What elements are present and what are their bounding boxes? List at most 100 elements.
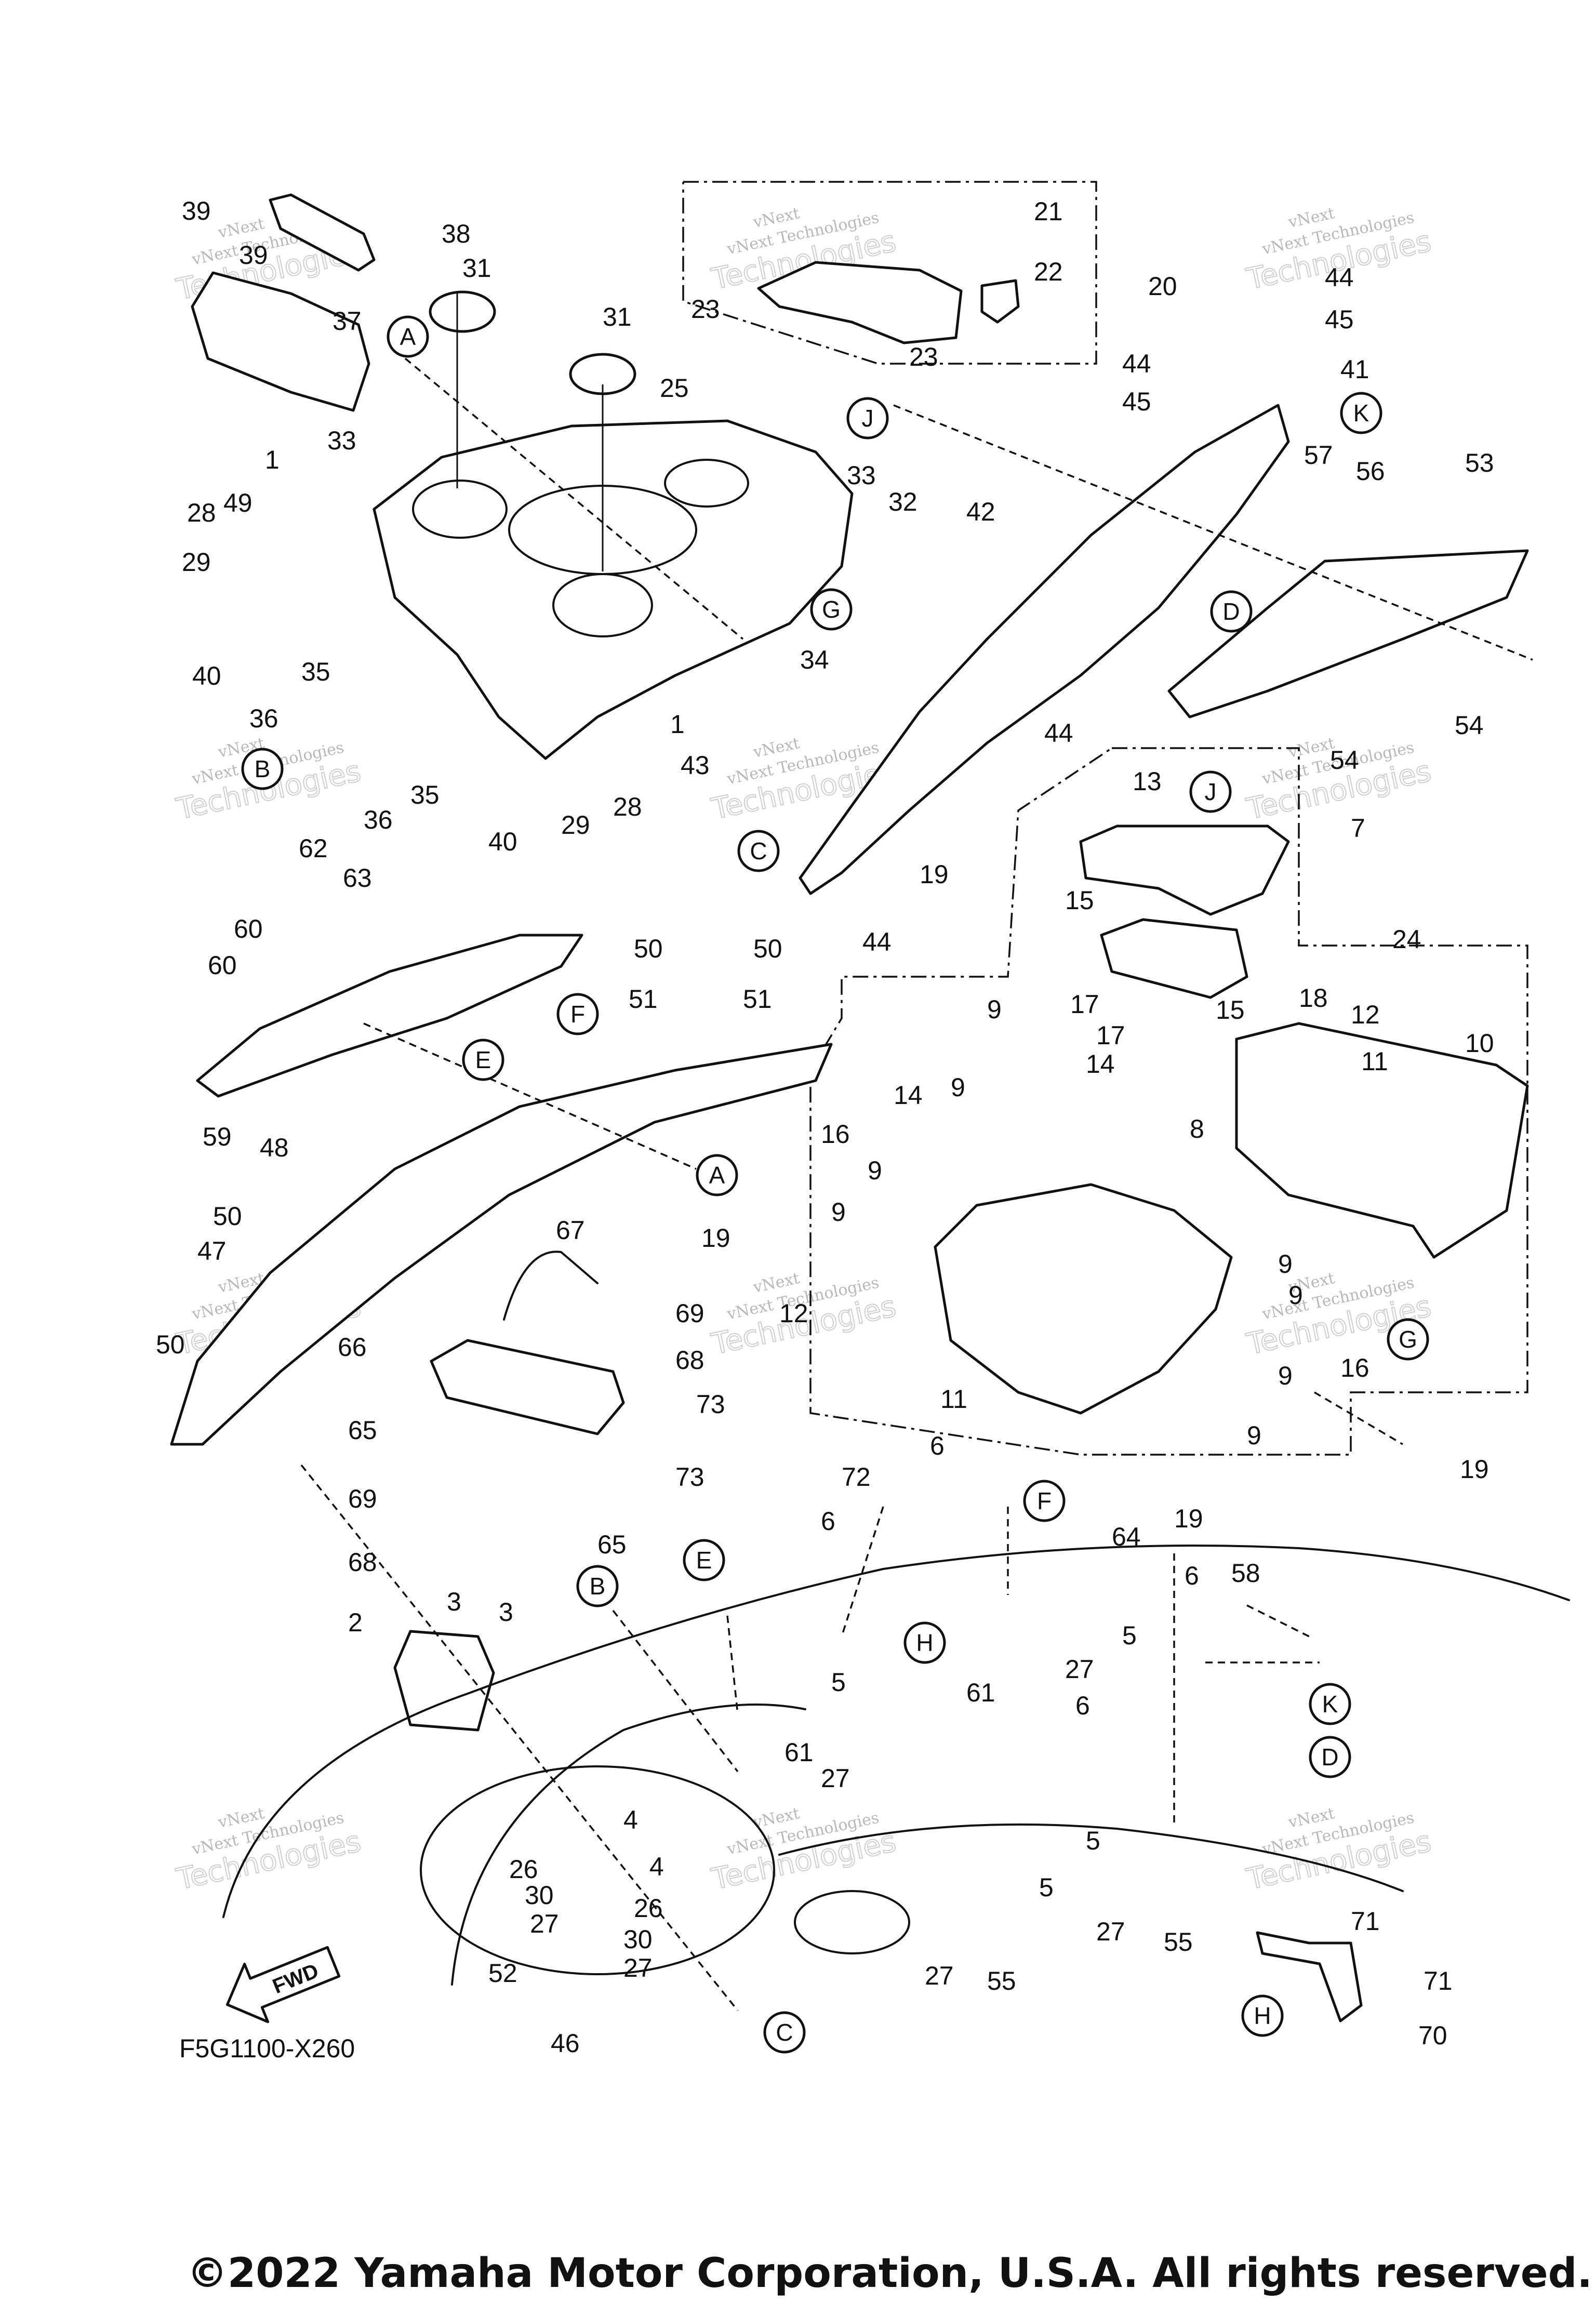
part-label-19: 19: [920, 860, 949, 889]
part-label-5c: 5: [1086, 1826, 1100, 1855]
part-label-42: 42: [966, 497, 995, 526]
svg-text:H: H: [916, 1629, 933, 1656]
part-label-2: 2: [348, 1608, 363, 1637]
part-label-3: 3: [447, 1587, 461, 1616]
part-label-5: 5: [1122, 1621, 1137, 1650]
svg-text:K: K: [1322, 1691, 1338, 1718]
svg-text:G: G: [1399, 1326, 1417, 1353]
part-label-1b: 1: [265, 445, 280, 474]
part-label-11: 11: [1361, 1047, 1388, 1076]
part-label-22: 22: [1034, 257, 1063, 286]
part-label-13: 13: [1133, 767, 1162, 796]
part-label-72: 72: [842, 1462, 871, 1492]
part-label-16b: 16: [1340, 1353, 1369, 1382]
ref-J-mid: J: [1189, 770, 1232, 813]
part-label-51: 51: [629, 984, 658, 1014]
ref-E-low: E: [683, 1539, 725, 1581]
part-label-34: 34: [800, 645, 829, 674]
part-label-65b: 65: [597, 1530, 627, 1559]
part-label-50: 50: [634, 934, 663, 963]
part-shapes: [170, 193, 1570, 2023]
ref-J-top: J: [846, 397, 889, 440]
part-label-25: 25: [660, 374, 689, 403]
part-label-38: 38: [442, 219, 471, 248]
part-label-9h: 9: [1247, 1421, 1261, 1450]
part-label-7: 7: [1351, 814, 1365, 843]
part-label-68: 68: [675, 1346, 704, 1375]
part-label-14: 14: [1086, 1049, 1115, 1079]
part-label-37: 37: [332, 307, 362, 336]
part-label-59: 59: [203, 1122, 232, 1151]
svg-text:C: C: [750, 837, 767, 864]
part-label-47: 47: [197, 1236, 227, 1266]
fwd-arrow-icon: FWD: [225, 1946, 341, 2024]
part-label-44b: 44: [1122, 349, 1151, 378]
part-label-44: 44: [1325, 263, 1354, 292]
part-label-50b: 50: [753, 934, 782, 963]
part-label-62: 62: [299, 834, 328, 863]
part-label-69b: 69: [348, 1484, 377, 1513]
svg-text:D: D: [1222, 598, 1240, 625]
part-label-17: 17: [1070, 990, 1099, 1019]
svg-text:A: A: [709, 1162, 725, 1189]
part-label-27b: 27: [821, 1764, 850, 1793]
part-label-6c: 6: [1185, 1561, 1199, 1590]
part-label-8: 8: [1190, 1114, 1204, 1143]
part-label-54: 54: [1455, 711, 1484, 740]
copyright-notice: ©2022 Yamaha Motor Corporation, U.S.A. A…: [187, 2250, 1592, 2297]
part-label-48: 48: [260, 1133, 289, 1162]
part-label-45b: 45: [1122, 387, 1151, 416]
part-label-39b: 39: [239, 241, 268, 270]
part-label-15: 15: [1065, 886, 1094, 915]
part-label-35: 35: [301, 657, 330, 686]
part-label-14b: 14: [894, 1081, 923, 1110]
svg-text:B: B: [255, 755, 271, 782]
svg-text:F: F: [1037, 1487, 1052, 1514]
part-label-70: 70: [1418, 2021, 1447, 2050]
part-label-50d: 50: [156, 1330, 185, 1359]
part-label-27c: 27: [530, 1909, 559, 1938]
part-number-labels: 1 1 2 3 3 4 4 5 5 5 5 6 6 6 6 7 8 9 9 9 …: [156, 196, 1494, 2058]
part-label-49: 49: [223, 488, 252, 517]
part-label-27e: 27: [1096, 1917, 1125, 1946]
ref-H-mid: H: [903, 1621, 946, 1664]
ref-D-top: D: [1210, 590, 1253, 633]
part-label-61: 61: [966, 1678, 995, 1707]
ref-F-top: F: [556, 993, 599, 1035]
part-label-9c: 9: [868, 1156, 882, 1185]
part-label-60b: 60: [208, 951, 237, 980]
part-label-9g: 9: [1278, 1361, 1293, 1390]
part-label-19b: 19: [701, 1223, 730, 1253]
part-label-68b: 68: [348, 1548, 377, 1577]
part-label-71b: 71: [1424, 1966, 1453, 1995]
part-label-58: 58: [1231, 1559, 1260, 1588]
part-label-24: 24: [1392, 925, 1421, 954]
part-label-27f: 27: [925, 1961, 954, 1990]
part-label-9b: 9: [951, 1073, 965, 1102]
part-label-52: 52: [488, 1959, 517, 1988]
ref-C-low: C: [763, 2011, 806, 2054]
part-label-28: 28: [187, 498, 216, 527]
part-label-29: 29: [182, 548, 211, 577]
part-label-41: 41: [1340, 355, 1369, 384]
part-label-12b: 12: [779, 1299, 808, 1328]
part-label-23: 23: [691, 295, 720, 324]
part-label-19d: 19: [1174, 1504, 1203, 1533]
part-label-23b: 23: [909, 342, 938, 371]
part-label-61b: 61: [784, 1738, 814, 1767]
part-label-43: 43: [681, 751, 710, 780]
ref-E-top: E: [462, 1039, 504, 1081]
part-label-4: 4: [623, 1805, 638, 1834]
svg-text:E: E: [696, 1547, 712, 1574]
part-label-40b: 40: [488, 827, 517, 856]
part-label-10: 10: [1465, 1029, 1494, 1058]
part-label-27: 27: [1065, 1655, 1094, 1684]
part-label-46: 46: [551, 2029, 580, 2058]
part-label-56: 56: [1356, 457, 1385, 486]
svg-text:F: F: [570, 1001, 585, 1028]
part-label-57: 57: [1304, 441, 1333, 470]
part-label-71: 71: [1351, 1907, 1380, 1936]
diagram-code: F5G1100-X260: [179, 2034, 355, 2063]
svg-text:G: G: [822, 596, 841, 623]
